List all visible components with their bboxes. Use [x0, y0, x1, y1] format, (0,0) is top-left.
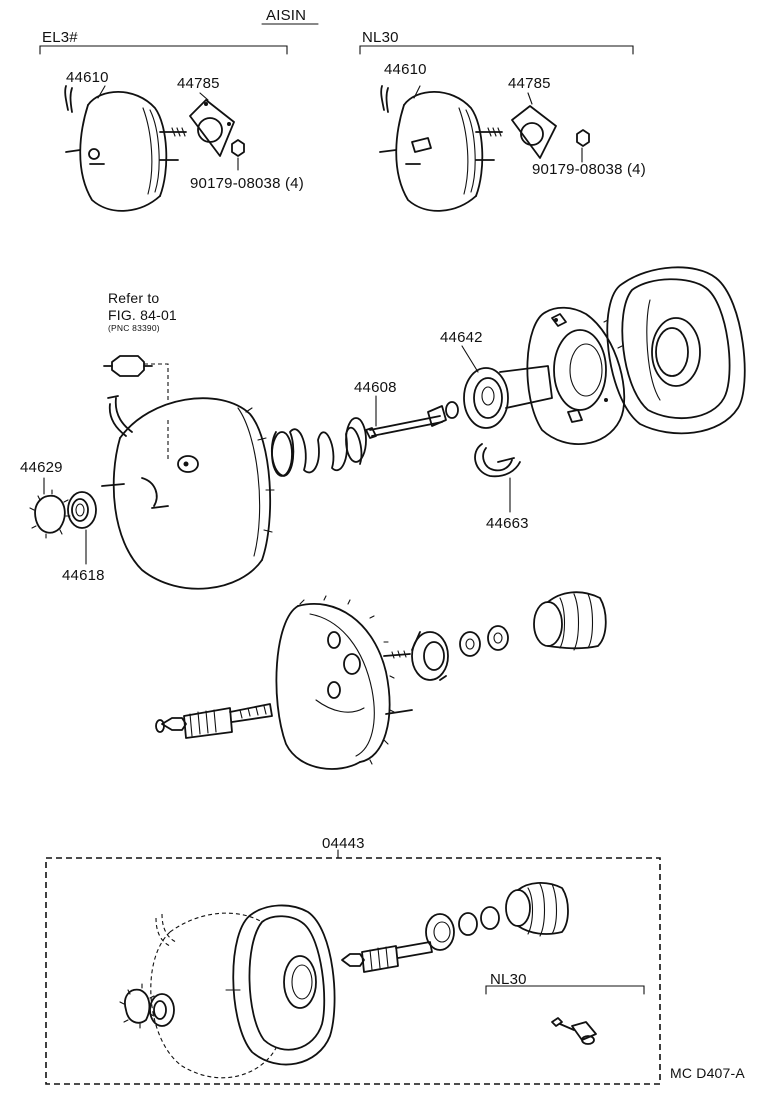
- booster-rear-shell: [606, 266, 746, 435]
- part-number-44610-el3[interactable]: 44610: [66, 69, 109, 86]
- clip-44663: [474, 443, 521, 513]
- kit-booster-assembly: [119, 882, 569, 1079]
- front-housing: [275, 595, 413, 770]
- part-number-44663[interactable]: 44663: [486, 515, 529, 532]
- kit-check-valve-nl30: [551, 1017, 597, 1045]
- push-rod-44608: [365, 395, 459, 439]
- group-title-el3: EL3#: [42, 29, 78, 46]
- part-number-44610-nl30[interactable]: 44610: [384, 61, 427, 78]
- diaphragm-disc: [526, 306, 626, 445]
- diaphragm-spring: [270, 417, 367, 477]
- reference-line-2: FIG. 84-01: [108, 307, 177, 323]
- check-valve: [103, 355, 169, 462]
- part-number-90179-nl30[interactable]: 90179-08038 (4): [532, 161, 646, 178]
- part-number-44608[interactable]: 44608: [354, 379, 397, 396]
- group-title-nl30: NL30: [362, 29, 399, 46]
- booster-assembly-nl30: [379, 85, 590, 212]
- washer-b: [487, 625, 509, 651]
- part-number-44618[interactable]: 44618: [62, 567, 105, 584]
- part-number-04443-kit[interactable]: 04443: [322, 835, 365, 852]
- retainer-44629: [29, 477, 71, 539]
- dust-boot: [533, 591, 607, 651]
- kit-group-title-nl30: NL30: [490, 971, 527, 988]
- part-number-44642[interactable]: 44642: [440, 329, 483, 346]
- piston-44642: [461, 345, 553, 429]
- booster-assembly-el3: [64, 85, 245, 212]
- part-number-90179-el3[interactable]: 90179-08038 (4): [190, 175, 304, 192]
- figure-code: MC D407-A: [670, 1065, 745, 1081]
- reference-line-3: (PNC 83390): [108, 323, 160, 333]
- valve-plunger: [155, 703, 273, 739]
- seal-44618: [67, 491, 97, 565]
- booster-front-shell: [101, 395, 275, 590]
- seal-ring: [411, 631, 449, 681]
- part-number-44629[interactable]: 44629: [20, 459, 63, 476]
- reference-line-1: Refer to: [108, 290, 160, 306]
- part-number-44785-el3[interactable]: 44785: [177, 75, 220, 92]
- brand-label: AISIN: [266, 7, 307, 24]
- washer-a: [459, 631, 481, 657]
- part-number-44785-nl30[interactable]: 44785: [508, 75, 551, 92]
